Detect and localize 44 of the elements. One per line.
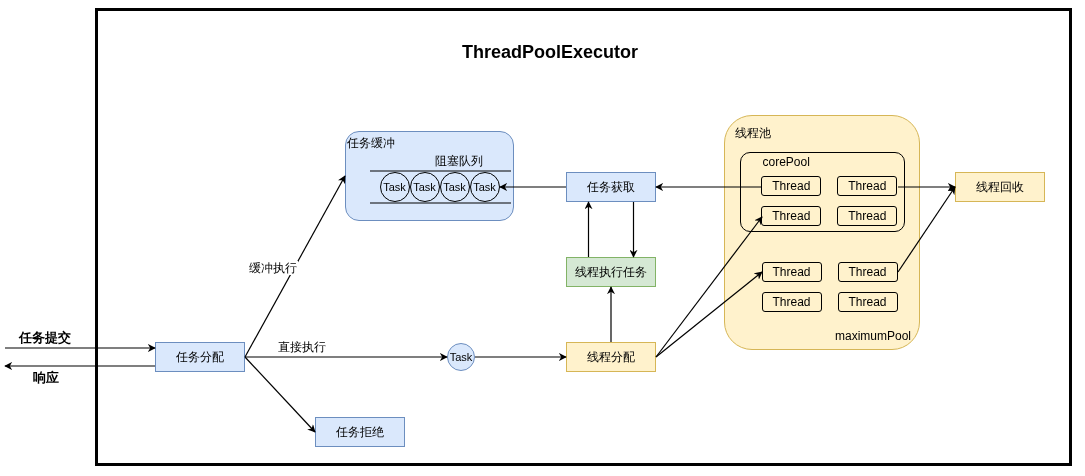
arrow bbox=[244, 356, 316, 433]
thread-box: Thread bbox=[837, 176, 898, 197]
arrow bbox=[655, 271, 763, 358]
arrow bbox=[897, 186, 956, 273]
process-box: 任务拒绝 bbox=[315, 417, 405, 447]
arrow bbox=[244, 175, 346, 358]
thread-box: Thread bbox=[761, 291, 822, 312]
edge-label: 缓冲执行 bbox=[248, 261, 298, 275]
edge-label: 直接执行 bbox=[277, 340, 327, 354]
node-title: ThreadPoolExecutor bbox=[462, 41, 639, 63]
thread-box: Thread bbox=[837, 261, 898, 282]
thread-box: Thread bbox=[761, 176, 822, 197]
panel-title: 任务缓冲 bbox=[347, 136, 395, 150]
thread-box: Thread bbox=[837, 291, 898, 312]
edge-label: 响应 bbox=[32, 371, 60, 385]
process-box: 任务获取 bbox=[566, 172, 656, 202]
pool-panel bbox=[724, 115, 920, 350]
arrow bbox=[607, 286, 615, 343]
pool-label: corePool bbox=[762, 154, 810, 169]
arrow bbox=[655, 183, 763, 191]
process-box: 任务分配 bbox=[155, 342, 245, 372]
process-frame bbox=[95, 8, 1072, 466]
arrow bbox=[629, 201, 638, 258]
arrow bbox=[4, 344, 156, 352]
arrow bbox=[897, 183, 956, 191]
arrow bbox=[474, 353, 567, 361]
thread-box: Thread bbox=[837, 206, 898, 227]
edge-label: 任务提交 bbox=[18, 331, 72, 345]
thread-box: Thread bbox=[761, 206, 822, 227]
queue-panel bbox=[345, 131, 514, 221]
arrow bbox=[499, 183, 567, 191]
task-circle: Task bbox=[447, 343, 475, 371]
queue-label: 阻塞队列 bbox=[435, 154, 483, 168]
thread-box: Thread bbox=[761, 261, 822, 282]
process-box: 线程回收 bbox=[955, 172, 1045, 202]
panel-title: 线程池 bbox=[735, 126, 771, 140]
pool-label: maximumPool bbox=[834, 329, 911, 343]
process-box: 线程执行任务 bbox=[566, 257, 656, 287]
arrow bbox=[655, 216, 763, 358]
arrow bbox=[584, 201, 593, 258]
process-box: 线程分配 bbox=[566, 342, 656, 372]
arrow bbox=[4, 362, 156, 370]
core-pool-box bbox=[739, 151, 905, 232]
arrow bbox=[244, 353, 448, 361]
